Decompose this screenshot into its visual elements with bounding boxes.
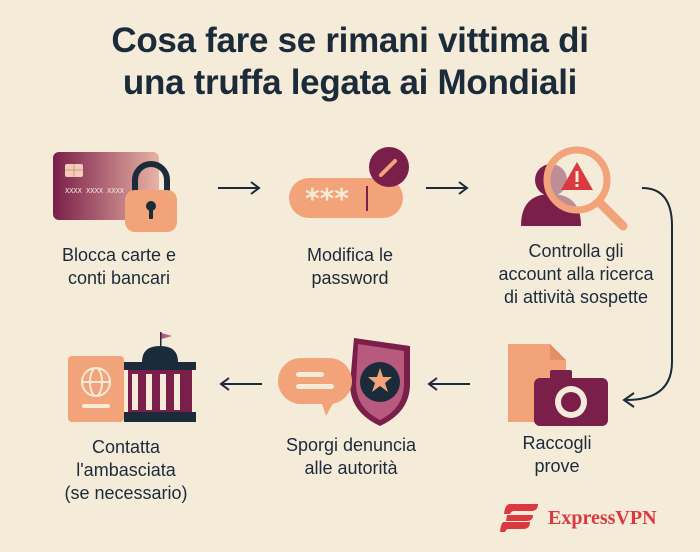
step-block-cards: XXXX XXXX XXXX Blocca carte e conti banc… [14,148,224,290]
step-report-authorities: Sporgi denuncia alle autorità [246,336,456,480]
step-label: Modifica le password [306,245,394,288]
page-title: Cosa fare se rimani vittima di una truff… [0,20,700,104]
speech-badge-icon [276,336,426,428]
step-change-password: *** Modifica le password [245,145,455,290]
document-camera-icon [502,340,612,428]
arrow-left-icon [219,377,262,391]
passport-embassy-icon [54,330,198,424]
card-number: XXXX XXXX XXXX [65,187,125,195]
step-label: Contatta l'ambasciata (se necessario) [64,437,188,503]
password-edit-icon: *** [285,145,415,236]
expressvpn-logo-icon [500,504,538,532]
credit-card-lock-icon: XXXX XXXX XXXX [49,148,189,236]
title-line-1: Cosa fare se rimani vittima di [111,21,589,60]
brand: ExpressVPN [500,502,657,534]
step-label: Sporgi denuncia alle autorità [285,435,417,478]
step-collect-evidence: Raccogli prove [452,340,662,478]
user-warning-search-icon [511,140,641,232]
arrow-right-icon [218,181,261,195]
title-line-2: una truffa legata ai Mondiali [122,63,578,102]
brand-name: ExpressVPN [548,506,657,529]
step-check-accounts: Controlla gli account alla ricerca di at… [471,140,681,309]
password-mask: *** [305,182,349,215]
arrow-left-icon [427,377,470,391]
arrow-curve-icon [622,187,673,408]
step-label: Blocca carte e conti bancari [61,245,177,288]
step-label: Controlla gli account alla ricerca di at… [498,241,654,307]
arrow-right-icon [426,181,469,195]
step-contact-embassy: Contatta l'ambasciata (se necessario) [21,330,231,505]
step-label: Raccogli prove [522,433,592,476]
